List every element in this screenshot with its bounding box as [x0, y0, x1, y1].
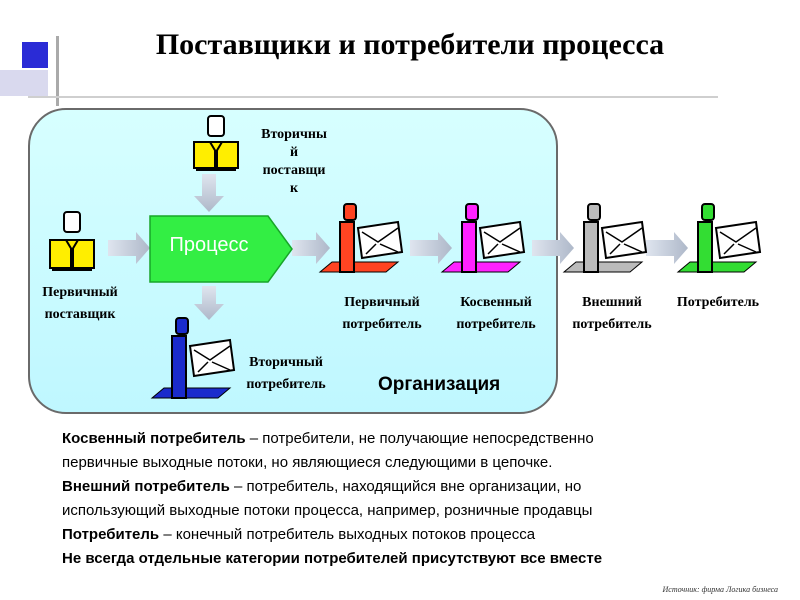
external-consumer-icon — [562, 203, 648, 273]
arrow-right-icon — [108, 232, 150, 264]
secondary-consumer-label: Вторичный потребитель — [246, 355, 326, 392]
primary-consumer-icon — [318, 203, 404, 273]
indirect-consumer-label: Косвенный потребитель — [456, 295, 536, 332]
arrow-right-icon — [646, 232, 688, 264]
organization-label: Организация — [378, 374, 501, 395]
arrow-right-icon — [410, 232, 452, 264]
consumer-icon — [676, 203, 762, 273]
arrow-down-icon — [194, 286, 224, 320]
secondary-supplier-label: Вторичны й поставщи к — [261, 127, 327, 196]
legend-term: Не всегда отдельные категории потребител… — [62, 550, 603, 567]
secondary-supplier-icon — [193, 115, 239, 171]
legend-line: Не всегда отдельные категории потребител… — [62, 550, 602, 568]
legend-term: Потребитель — [62, 526, 160, 543]
indirect-consumer-icon — [440, 203, 526, 273]
process-label: Процесс — [169, 234, 249, 256]
legend-line: Косвенный потребитель – потребители, не … — [62, 430, 594, 448]
primary-consumer-label: Первичный потребитель — [342, 295, 422, 332]
primary-supplier-icon — [49, 211, 95, 271]
arrow-down-icon — [194, 174, 224, 212]
consumer-label: Потребитель — [676, 295, 760, 310]
legend-line: использующий выходные потоки процесса, н… — [62, 502, 592, 520]
arrow-right-icon — [292, 232, 330, 264]
external-consumer-label: Внешний потребитель — [572, 295, 652, 332]
secondary-consumer-icon — [150, 317, 236, 399]
legend-text: – конечный потребитель выходных потоков … — [159, 526, 536, 543]
legend-term: Косвенный потребитель — [62, 430, 246, 447]
legend-text: использующий выходные потоки процесса, н… — [62, 502, 593, 519]
source-note: Источник: фирма Логика бизнеса — [662, 585, 778, 594]
legend-text: – потребитель, находящийся вне организац… — [229, 478, 582, 495]
primary-supplier-label: Первичный поставщик — [42, 285, 118, 322]
corner-decoration — [0, 0, 718, 110]
legend-text: первичные выходные потоки, но являющиеся… — [62, 454, 553, 471]
process-shape — [149, 215, 293, 283]
page-title: Поставщики и потребители процесса — [155, 28, 665, 61]
legend-line: Потребитель – конечный потребитель выход… — [62, 526, 535, 544]
legend-line: первичные выходные потоки, но являющиеся… — [62, 454, 552, 472]
legend-line: Внешний потребитель – потребитель, наход… — [62, 478, 581, 496]
legend-text: – потребители, не получающие непосредств… — [245, 430, 594, 447]
legend-term: Внешний потребитель — [62, 478, 230, 495]
arrow-right-icon — [532, 232, 574, 264]
